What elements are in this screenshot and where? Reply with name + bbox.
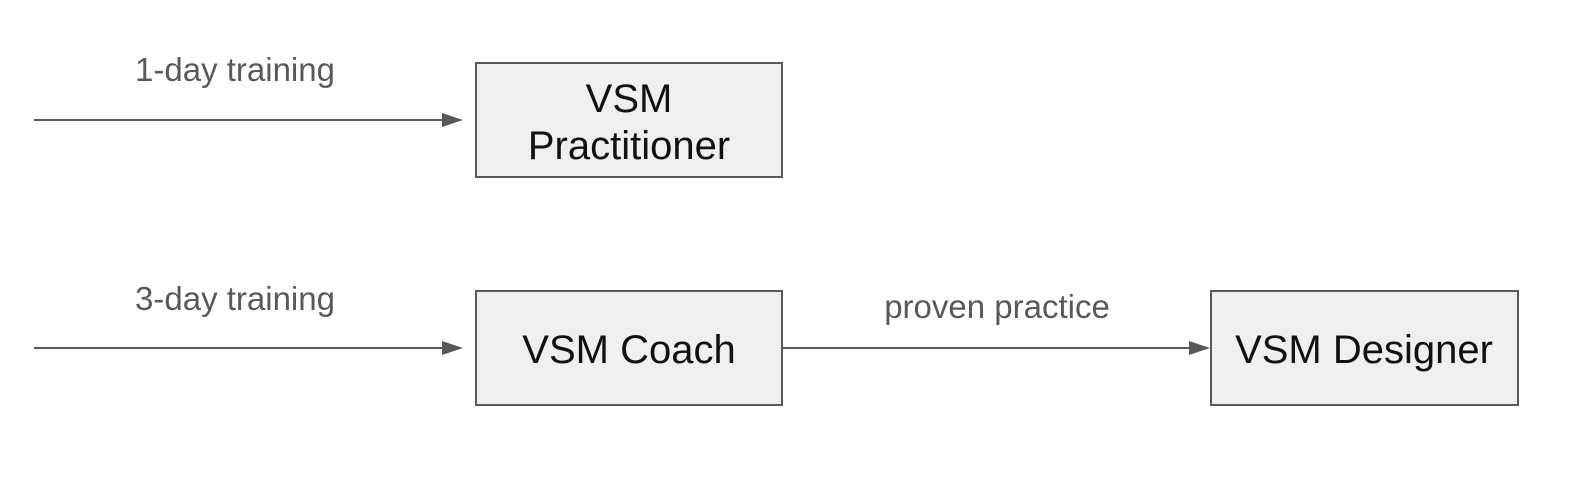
node-box: [1210, 290, 1519, 406]
arrow-head-icon: [442, 113, 463, 127]
node-label: VSM Coach: [522, 328, 735, 372]
arrow-head-icon: [442, 341, 463, 355]
node-vsm-designer: VSM Designer: [1210, 290, 1519, 406]
node-label-line-1: VSM: [586, 77, 673, 121]
node-box: [475, 290, 783, 406]
edge-coach-to-designer: proven practice: [783, 288, 1210, 355]
edge-to-coach: 3-day training: [34, 280, 463, 355]
node-label-line-2: Practitioner: [528, 124, 730, 168]
edge-label-proven-practice: proven practice: [884, 288, 1110, 325]
node-vsm-coach: VSM Coach: [475, 290, 783, 406]
edge-to-practitioner: 1-day training: [34, 51, 463, 127]
edge-label-3-day-training: 3-day training: [135, 280, 335, 317]
arrow-head-icon: [1189, 341, 1210, 355]
node-box: [475, 62, 783, 178]
node-vsm-practitioner: VSM Practitioner: [475, 62, 783, 178]
node-label: VSM Designer: [1235, 328, 1493, 372]
edge-label-1-day-training: 1-day training: [135, 51, 335, 88]
